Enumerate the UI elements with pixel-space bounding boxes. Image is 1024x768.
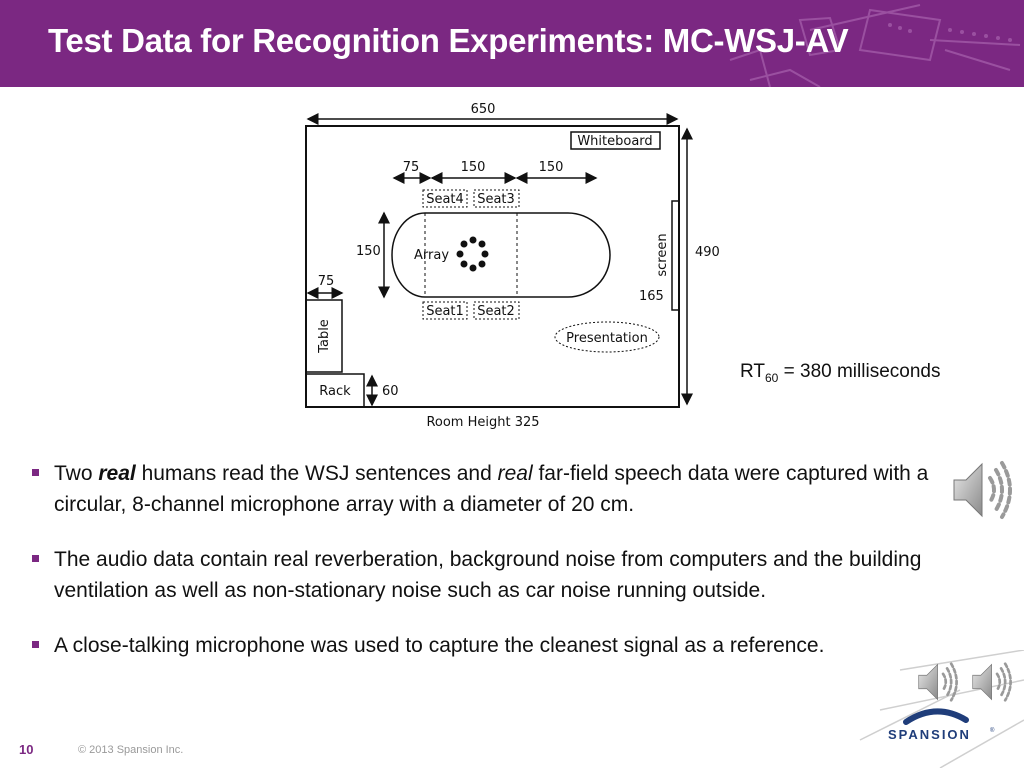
room-height-label: Room Height 325 bbox=[426, 415, 539, 430]
seat2-label: Seat2 bbox=[477, 304, 515, 319]
seat1-label: Seat1 bbox=[426, 304, 464, 319]
table-depth-label: 150 bbox=[356, 244, 381, 259]
rt-suffix: = 380 milliseconds bbox=[778, 361, 941, 382]
bullet-square-icon bbox=[32, 555, 39, 562]
bullet-text: The audio data contain real reverberatio… bbox=[54, 548, 922, 602]
bullet-emphasis: real bbox=[98, 462, 136, 485]
side-table bbox=[305, 299, 343, 373]
svg-text:®: ® bbox=[990, 727, 995, 734]
bullet-square-icon bbox=[32, 641, 39, 648]
reverberation-time-note: RT60 = 380 milliseconds bbox=[740, 361, 940, 385]
bullet-text: A close-talking microphone was used to c… bbox=[54, 634, 825, 657]
speaker-icon[interactable] bbox=[950, 458, 1018, 522]
seat4-box bbox=[422, 189, 468, 208]
room-depth-label: 490 bbox=[695, 245, 720, 260]
rt-prefix: RT bbox=[740, 361, 765, 382]
dim-75-top: 75 bbox=[403, 160, 420, 175]
dim-150-b: 150 bbox=[539, 160, 564, 175]
screen bbox=[671, 200, 680, 311]
bullet-item: Two real humans read the WSJ sentences a… bbox=[30, 458, 930, 520]
bullet-item: A close-talking microphone was used to c… bbox=[30, 630, 930, 661]
room-layout-diagram: 650 490 Whiteboard 75 150 150 Seat4 Seat… bbox=[305, 102, 720, 430]
bullet-square-icon bbox=[32, 469, 39, 476]
bullet-text: humans read the WSJ sentences and bbox=[135, 462, 498, 485]
corner-decoration bbox=[859, 650, 1024, 768]
presentation-area bbox=[554, 321, 660, 353]
dim-60: 60 bbox=[382, 384, 399, 399]
svg-text:SPANSION: SPANSION bbox=[888, 727, 971, 742]
meeting-table bbox=[391, 212, 611, 298]
seat1-box bbox=[422, 301, 468, 320]
room-width-label: 650 bbox=[471, 102, 496, 117]
table-label: Table bbox=[317, 319, 332, 354]
spansion-logo: SPANSION ® bbox=[888, 708, 995, 742]
whiteboard bbox=[570, 131, 661, 150]
seat3-box bbox=[473, 189, 520, 208]
speaker-icon[interactable] bbox=[970, 660, 1016, 704]
bullet-emphasis: real bbox=[497, 462, 533, 485]
dim-165: 165 bbox=[639, 289, 664, 304]
slide-title: Test Data for Recognition Experiments: M… bbox=[48, 22, 849, 59]
seat3-label: Seat3 bbox=[477, 192, 515, 207]
rack bbox=[305, 373, 365, 408]
copyright-notice: © 2013 Spansion Inc. bbox=[78, 744, 184, 756]
rt-subscript: 60 bbox=[764, 370, 779, 385]
presentation-label: Presentation bbox=[566, 331, 648, 346]
room-outline bbox=[305, 125, 680, 408]
bullet-text: far-field speech data were captured with… bbox=[54, 462, 929, 516]
circuit-decoration bbox=[729, 4, 1021, 87]
seat4-label: Seat4 bbox=[426, 192, 464, 207]
dim-75-left: 75 bbox=[318, 274, 335, 289]
seat2-box bbox=[473, 301, 520, 320]
dim-150-a: 150 bbox=[461, 160, 486, 175]
bullet-list: Two real humans read the WSJ sentences a… bbox=[30, 458, 930, 685]
rack-label: Rack bbox=[319, 384, 351, 399]
page-number: 10 bbox=[19, 742, 34, 757]
microphone-array bbox=[456, 236, 489, 272]
header-bar: Test Data for Recognition Experiments: M… bbox=[0, 0, 1024, 87]
whiteboard-label: Whiteboard bbox=[577, 134, 652, 149]
array-label: Array bbox=[414, 248, 449, 263]
screen-label: screen bbox=[655, 233, 670, 276]
bullet-item: The audio data contain real reverberatio… bbox=[30, 544, 930, 606]
speaker-icon[interactable] bbox=[916, 660, 962, 704]
bullet-text: Two bbox=[54, 462, 99, 485]
